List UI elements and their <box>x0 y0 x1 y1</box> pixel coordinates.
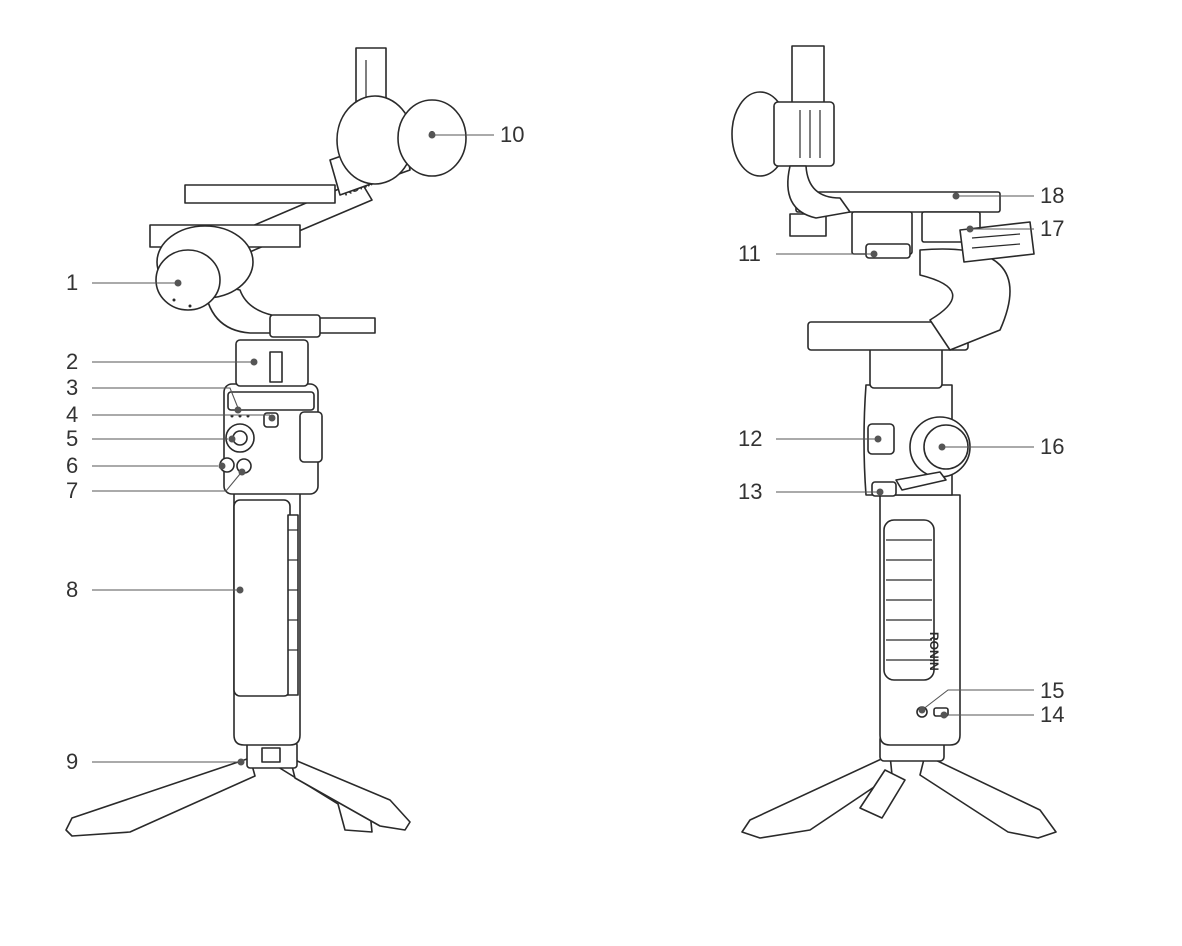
back-pan-motor <box>807 321 969 389</box>
front-tripod <box>65 741 411 837</box>
callout-number: 10 <box>500 122 524 147</box>
front-tilt-motor <box>336 47 467 185</box>
callout-17: 17 <box>966 216 1064 241</box>
front-pan-motor <box>235 339 309 387</box>
callout-1: 1 <box>66 270 182 295</box>
callout-4: 4 <box>66 402 276 427</box>
callout-number: 12 <box>738 426 762 451</box>
front-view: RONIN <box>65 47 467 837</box>
callout-number: 13 <box>738 479 762 504</box>
callout-number: 6 <box>66 453 78 478</box>
back-handle: RONIN <box>879 494 961 746</box>
back-arm <box>789 191 1035 351</box>
callout-10: 10 <box>428 122 524 147</box>
callout-14: 14 <box>940 702 1064 727</box>
callout-3: 3 <box>66 375 242 414</box>
callout-5: 5 <box>66 426 236 451</box>
callout-18: 18 <box>952 183 1064 208</box>
callout-9: 9 <box>66 749 245 774</box>
callout-number: 16 <box>1040 434 1064 459</box>
callout-number: 8 <box>66 577 78 602</box>
callout-16: 16 <box>938 434 1064 459</box>
front-handle <box>233 492 301 746</box>
callout-number: 15 <box>1040 678 1064 703</box>
callout-number: 18 <box>1040 183 1064 208</box>
callout-2: 2 <box>66 349 258 374</box>
callout-number: 7 <box>66 478 78 503</box>
back-tripod <box>741 734 1057 839</box>
callout-number: 1 <box>66 270 78 295</box>
callout-6: 6 <box>66 453 226 478</box>
callout-number: 2 <box>66 349 78 374</box>
front-control-body <box>219 383 323 495</box>
callout-number: 3 <box>66 375 78 400</box>
callout-number: 14 <box>1040 702 1064 727</box>
callout-7: 7 <box>66 468 246 503</box>
callout-12: 12 <box>738 426 882 451</box>
back-brand-text: RONIN <box>927 632 941 671</box>
callout-number: 17 <box>1040 216 1064 241</box>
callout-number: 11 <box>738 241 761 266</box>
callout-number: 4 <box>66 402 78 427</box>
callout-8: 8 <box>66 577 244 602</box>
front-roll-motor <box>155 225 254 311</box>
callout-number: 5 <box>66 426 78 451</box>
back-view: RONIN <box>731 45 1057 839</box>
callout-11: 11 <box>738 241 878 266</box>
callout-13: 13 <box>738 479 884 504</box>
callout-15: 15 <box>918 678 1064 714</box>
callout-number: 9 <box>66 749 78 774</box>
back-tilt-motor <box>731 45 851 219</box>
